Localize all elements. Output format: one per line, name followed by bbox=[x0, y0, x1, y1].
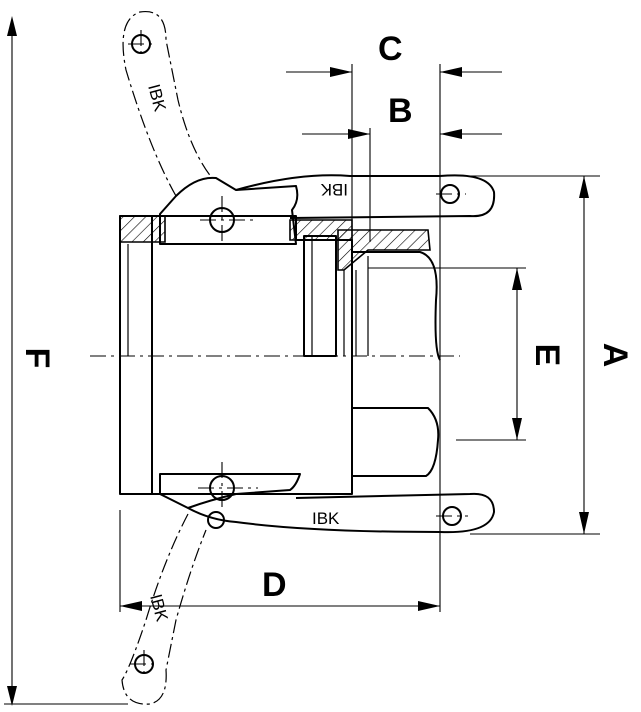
coupler-body bbox=[119, 215, 441, 495]
dimension-b-label: B bbox=[388, 92, 413, 130]
dimension-f: F bbox=[4, 16, 128, 706]
dimension-e-label: E bbox=[528, 344, 566, 367]
dimension-c: C bbox=[286, 30, 502, 240]
bottom-cam-lever: IBK bbox=[159, 462, 495, 534]
bottom-lever-link-hole bbox=[207, 511, 225, 529]
dimension-b: B bbox=[302, 92, 502, 242]
dimension-d-label: D bbox=[262, 566, 287, 604]
section-hatch-top-left bbox=[119, 215, 166, 243]
dimension-c-label: C bbox=[378, 30, 403, 68]
dimension-e: E bbox=[368, 267, 566, 441]
bottom-lever-brand-mark: IBK bbox=[312, 509, 340, 528]
dimension-a-label: A bbox=[596, 343, 634, 368]
top-handle-brand-mark: IBK bbox=[144, 82, 170, 114]
top-cam-lever: IBK bbox=[159, 174, 496, 245]
dimension-f-label: F bbox=[18, 348, 56, 369]
dimension-d: D bbox=[119, 510, 440, 612]
section-hatch-thread bbox=[337, 229, 431, 271]
top-lever-brand-mark: IBK bbox=[320, 180, 348, 199]
top-handle-open-position: IBK bbox=[122, 10, 213, 197]
bottom-handle-brand-mark: IBK bbox=[146, 592, 172, 624]
dimension-a: A bbox=[470, 175, 634, 535]
